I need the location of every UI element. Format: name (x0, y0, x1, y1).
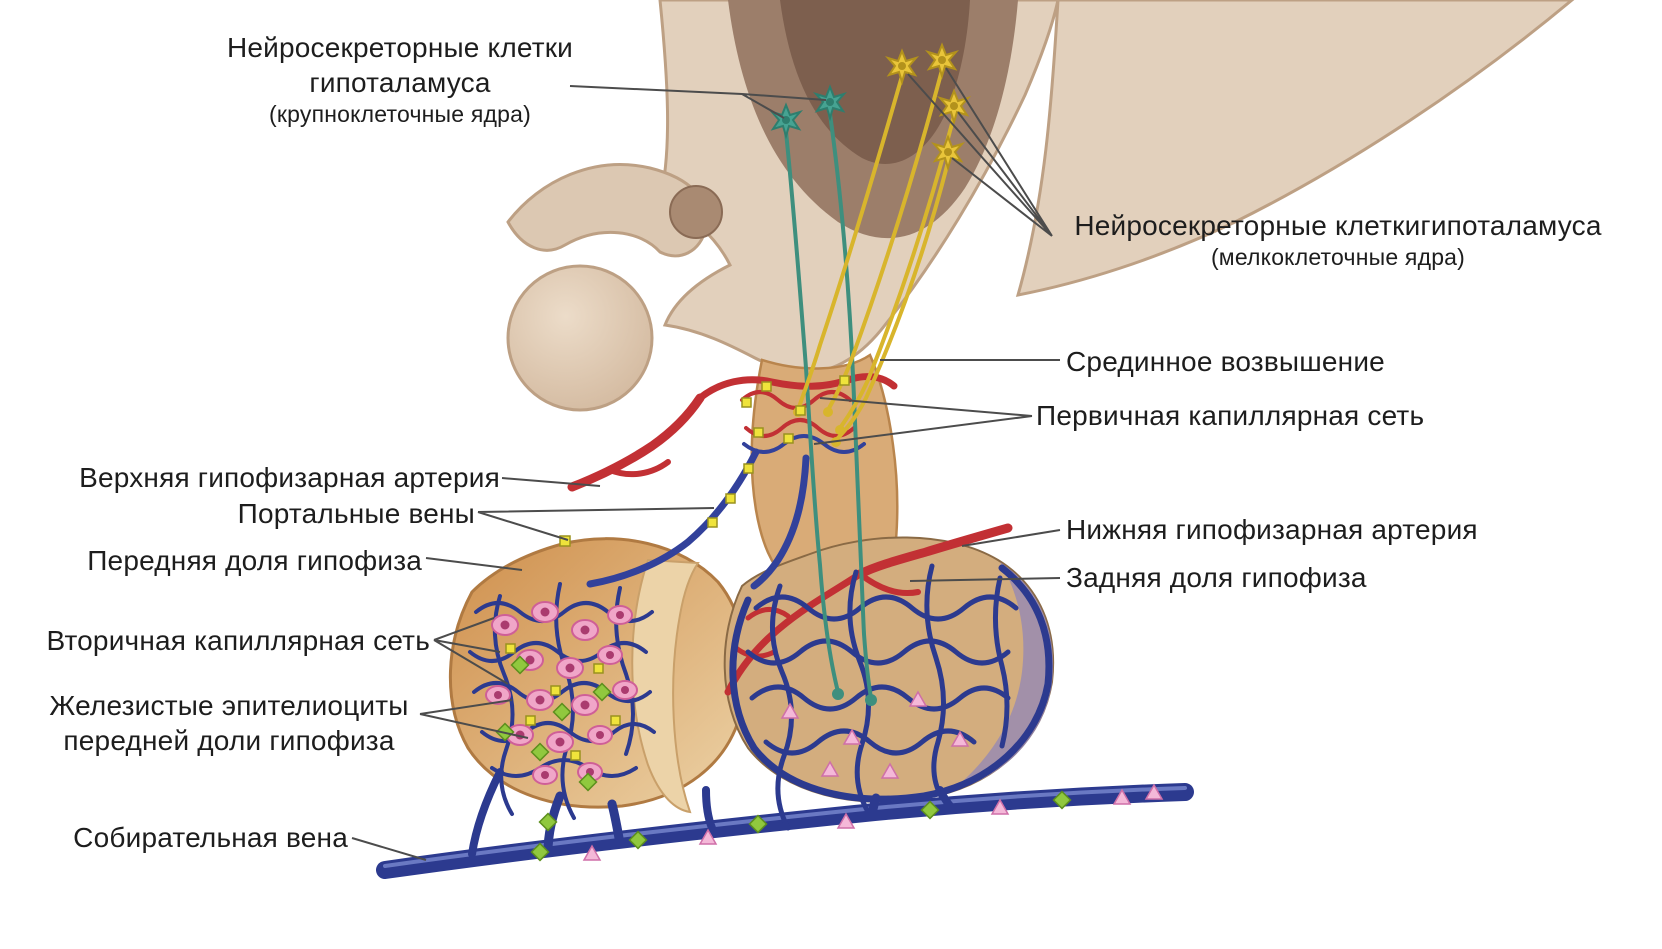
inferior-artery-cap-1 (745, 607, 791, 621)
label-superior-hypophyseal-artery: Верхняя гипофизарная артерия (79, 462, 500, 493)
superior-hypophyseal-artery-vessel (567, 393, 705, 492)
label-magnocellular-line1: Нейросекреторные клетки (226, 32, 574, 63)
hormone-symbols (495, 375, 1164, 862)
primary-capillary-red-2 (744, 418, 856, 438)
tissue-knob (669, 185, 723, 239)
label-inferior-hypophyseal-artery: Нижняя гипофизарная артерия (1066, 514, 1478, 545)
collecting-vein-vessel (376, 783, 1194, 879)
leader-posterior-lobe (909, 577, 1061, 582)
leader-primary-capillary (813, 397, 1033, 445)
portal-vein-1 (586, 448, 760, 588)
label-glandular-epitheliocytes: Железистые эпителиоциты передней доли ги… (40, 688, 418, 758)
yellow-axon-4 (834, 160, 950, 442)
primary-capillary-blue (742, 434, 866, 454)
leader-parvocellular (907, 67, 1053, 237)
inferior-artery-loop (857, 571, 921, 596)
label-parvocellular-sub: (мелкоклеточные ядра) (1210, 244, 1466, 270)
green-axon-2 (828, 112, 873, 700)
label-parvocellular-line1: Нейросекреторные клеткигипоталамуса (1074, 210, 1602, 241)
leader-glandular-cells (419, 699, 529, 739)
yellow-axon-1 (796, 74, 904, 412)
green-axon-1 (784, 130, 840, 694)
label-anterior-pituitary: Передняя доля гипофиза (87, 545, 422, 576)
leader-magnocellular (569, 85, 827, 119)
intermediate-zone (631, 558, 700, 814)
inferior-hypophyseal-artery-vessel (855, 523, 1013, 579)
label-collecting-vein: Собирательная вена (73, 822, 348, 853)
mammillary-body (506, 264, 654, 412)
label-glandular-line2: передней доли гипофиза (63, 725, 395, 756)
drainage-branch-2 (607, 799, 625, 849)
label-median-eminence: Срединное возвышение (1066, 346, 1385, 377)
green-axon-terminal-2 (865, 694, 877, 706)
neurons (768, 42, 972, 706)
pink-hormone-triangles (582, 690, 1164, 861)
drainage-branch-4 (702, 786, 716, 832)
yellow-hormone-squares (505, 375, 850, 761)
green-axon-terminal-1 (832, 688, 844, 700)
inner-darker-core (780, 0, 970, 164)
leader-anterior-lobe (425, 557, 523, 571)
label-magnocellular-sub: (крупноклеточные ядра) (269, 101, 531, 127)
optic-tract-band (506, 163, 709, 258)
yellow-axon-2 (826, 68, 944, 412)
leader-superior-artery (501, 477, 601, 487)
collecting-vein-highlight (383, 786, 1187, 868)
portal-vein-2 (750, 454, 810, 590)
green-hormone-diamonds (495, 655, 1072, 862)
yellow-neuron-cells (884, 42, 972, 172)
yellow-axon-3 (838, 114, 956, 430)
leader-portal-veins (477, 507, 715, 541)
label-posterior-pituitary: Задняя доля гипофиза (1066, 562, 1367, 593)
glandular-epitheliocyte-cells (485, 601, 638, 785)
label-portal-veins: Портальные вены (237, 498, 475, 529)
brain-tissue (506, 0, 1575, 412)
green-neuron-cells (768, 84, 848, 140)
label-parvocellular-neurons: Нейросекреторные клеткигипоталамуса (мел… (1038, 208, 1638, 272)
leader-secondary-capillary (433, 617, 509, 685)
label-magnocellular-neurons: Нейросекреторные клетки гипоталамуса (кр… (180, 30, 620, 129)
label-magnocellular-line2: гипоталамуса (309, 67, 491, 98)
brain-right-band (1015, 0, 1575, 297)
label-secondary-capillary-network: Вторичная капиллярная сеть (46, 625, 430, 656)
label-glandular-line1: Железистые эпителиоциты (49, 690, 409, 721)
leader-inferior-artery (961, 529, 1061, 547)
leader-lines (351, 67, 1061, 861)
leader-collecting-vein (351, 837, 427, 861)
label-primary-capillary-network: Первичная капиллярная сеть (1036, 400, 1425, 431)
inferior-artery-descending (724, 570, 864, 696)
superior-artery-branch (607, 459, 671, 478)
drainage-branch-3 (468, 768, 504, 858)
